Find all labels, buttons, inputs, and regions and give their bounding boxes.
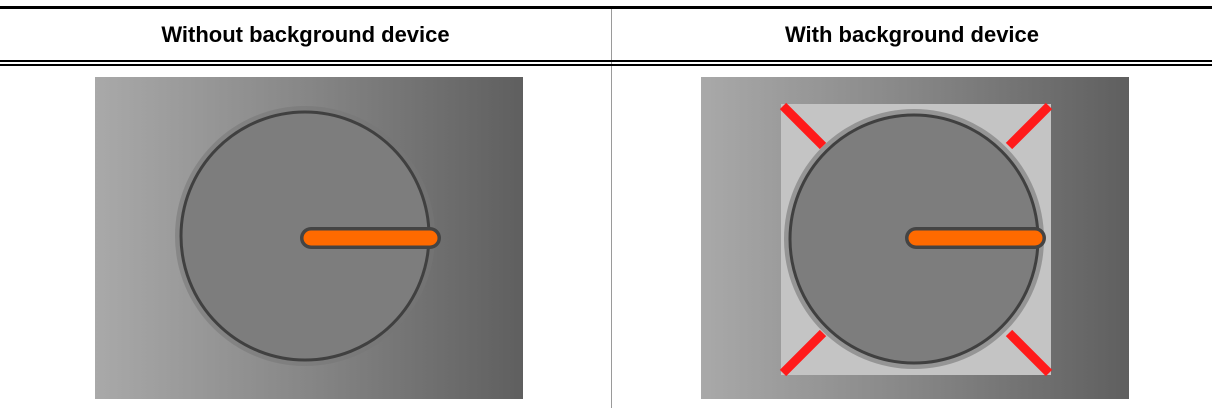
knob-with-background-panel (701, 77, 1129, 399)
header-without-background-device: Without background device (0, 9, 611, 60)
column-divider (611, 9, 612, 408)
header-with-background-device: With background device (612, 9, 1212, 60)
header-rule (0, 60, 1212, 62)
knob-without-background-panel (95, 77, 523, 399)
knob-with-background-icon (701, 77, 1129, 399)
header-rule (0, 64, 1212, 66)
knob-icon (95, 77, 523, 399)
